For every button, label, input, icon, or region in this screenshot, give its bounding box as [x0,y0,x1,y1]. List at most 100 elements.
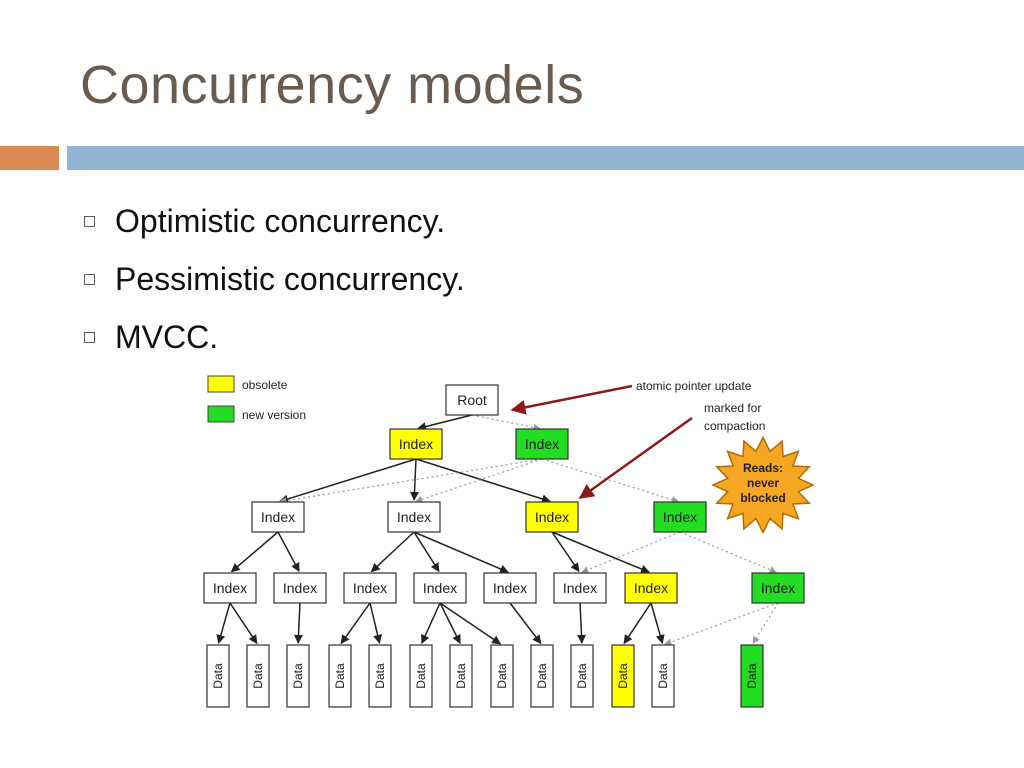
data-node: Data [246,644,270,708]
pointer-edge [509,602,542,645]
bullet-text: Pessimistic concurrency. [115,260,465,297]
marked-for-compaction-label: marked for [704,401,761,415]
square-bullet-icon [84,331,95,343]
dotted-pointer-edge [581,531,681,574]
marked-for-compaction-label-2: compaction [704,419,765,433]
node-label: Data [745,663,759,689]
pointer-edge [421,602,441,644]
node-label: Data [333,663,347,689]
tree-edges [216,414,779,646]
data-node: Data [611,644,635,708]
index-node: Index [553,572,607,604]
legend-label-new-version: new version [242,408,306,422]
dotted-pointer-edge [664,602,779,646]
node-box [653,501,707,533]
star-text-line2: never [747,476,779,490]
pointer-edge [417,414,473,431]
bullet-text: Optimistic concurrency. [115,202,446,239]
node-label: Data [251,663,265,689]
pointer-edge [551,531,580,573]
data-node: Data [570,644,594,708]
node-box [483,572,537,604]
node-label: Index [535,509,569,525]
data-node: Data [409,644,433,708]
legend-label-obsolete: obsolete [242,378,288,392]
node-box [286,644,310,708]
node-box [740,644,764,708]
pointer-edge [293,602,303,644]
node-box [449,644,473,708]
pointer-edge [340,602,371,645]
burst-star-icon [711,435,815,535]
pointer-edge [230,531,279,573]
accent-bar-blue [67,146,1024,170]
pointer-edge [551,531,650,574]
accent-bar-orange [0,146,59,170]
data-node: Data [368,644,392,708]
bullet-item: MVCC. [84,308,465,366]
node-box [389,428,443,460]
data-node: Data [328,644,352,708]
node-box [570,644,594,708]
node-box [328,644,352,708]
node-label: Index [399,436,433,452]
node-label: Data [373,663,387,689]
node-box [553,572,607,604]
node-box [206,644,230,708]
node-label: Data [535,663,549,689]
node-box [611,644,635,708]
node-box [251,501,305,533]
node-label: Index [261,509,295,525]
node-box [409,644,433,708]
pointer-edge [439,602,502,645]
node-box [490,644,514,708]
reads-never-blocked-star: Reads: never blocked [711,435,815,535]
bullet-list: Optimistic concurrency. Pessimistic conc… [84,192,465,366]
pointer-edge [370,531,415,573]
pointer-edge [279,458,417,504]
node-box [413,572,467,604]
dotted-pointer-edge [415,458,543,503]
square-bullet-icon [84,273,95,285]
node-label: Data [291,663,305,689]
node-label: Data [414,663,428,689]
dotted-pointer-edge [679,531,777,574]
star-text-line3: blocked [740,491,785,505]
index-node: Index [483,572,537,604]
node-box [273,572,327,604]
node-label: Index [525,436,559,452]
square-bullet-icon [84,215,95,227]
atomic-pointer-update-label: atomic pointer update [636,379,752,393]
node-box [387,501,441,533]
node-label: Index [397,509,431,525]
node-box [246,644,270,708]
bullet-text: MVCC. [115,318,219,355]
node-box [343,572,397,604]
node-label: Index [563,580,597,596]
node-box [530,644,554,708]
data-node: Data [530,644,554,708]
node-label: Data [211,663,225,689]
pointer-edge [277,531,300,573]
data-node: Data [206,644,230,708]
node-label: Data [616,663,630,689]
pointer-edge [650,602,665,644]
node-box [445,384,499,416]
index-node: Index [653,501,707,533]
pointer-edge [439,602,461,645]
node-label: Data [656,663,670,689]
pointer-edge [216,602,231,644]
compaction-arrow [578,416,693,500]
index-node: Index [751,572,805,604]
index-node: Index [343,572,397,604]
node-label: Index [493,580,527,596]
slide-title: Concurrency models [80,55,585,115]
pointer-edge [415,458,551,504]
dotted-pointer-edge [471,414,541,431]
node-box [203,572,257,604]
pointer-edge [413,531,509,574]
node-box [368,644,392,708]
node-label: Index [353,580,387,596]
